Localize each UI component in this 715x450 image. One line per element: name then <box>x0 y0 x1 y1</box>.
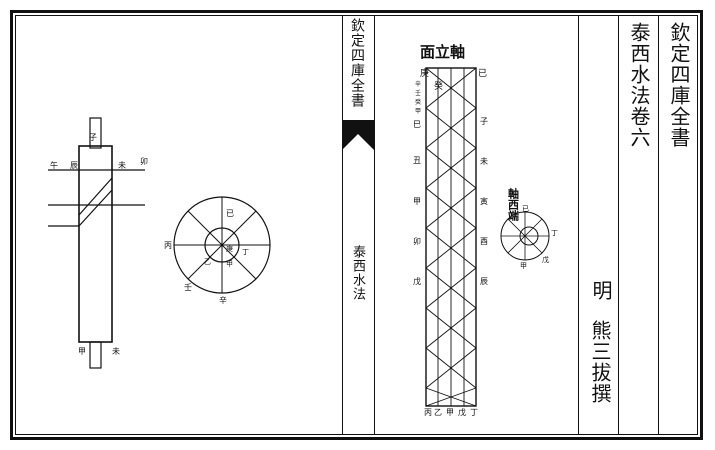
lattice-line <box>425 347 477 389</box>
outer-border <box>10 10 703 440</box>
top-right-char: 已 <box>478 68 487 79</box>
lattice-line <box>425 187 477 229</box>
left-label-3: 甲 <box>413 197 421 206</box>
left-label-5: 戊 <box>413 276 421 286</box>
column-line-3 <box>658 15 659 435</box>
right-label-5: 辰 <box>480 277 488 286</box>
left-bottom-label-2: 未 <box>112 346 120 356</box>
fishtail-mark <box>342 120 374 150</box>
lattice-line <box>425 107 477 149</box>
circle-label-2: 丙 <box>164 241 172 250</box>
right-label-3: 寅 <box>480 196 488 206</box>
left-small-label-3: 癸 <box>415 98 421 106</box>
left-label-4: 卯 <box>413 237 421 246</box>
axle-elevation-heading: 面立軸 <box>420 43 465 61</box>
bottom-label-4: 戊 <box>458 407 466 417</box>
author-label: 熊三拔撰 <box>588 320 612 404</box>
spine-right-line <box>374 15 375 435</box>
spine-left-line <box>342 15 343 435</box>
bottom-label-1: 丙 <box>424 408 432 417</box>
circle-label-1: 已 <box>226 209 234 218</box>
volume-title: 泰西水法卷六 <box>627 22 651 148</box>
lattice-line <box>425 147 477 189</box>
spine-top-title: 欽定四庫全書 <box>349 18 365 108</box>
left-label-1: 巳 <box>413 120 421 129</box>
circle-label-5: 甲 <box>226 260 233 268</box>
lattice-line <box>425 387 477 407</box>
left-side-label-1: 午 <box>50 160 58 170</box>
left-side-label-4: 卯 <box>140 157 148 166</box>
spine-book-title: 泰西水法 <box>350 245 365 301</box>
left-small-label-4: 甲 <box>415 108 421 115</box>
right-label-1: 子 <box>480 117 488 126</box>
column-line-1 <box>578 15 579 435</box>
left-small-label-1: 辛 <box>415 80 421 88</box>
top-left-char: 庚 <box>420 67 429 79</box>
end-label-4: 甲 <box>520 262 527 270</box>
end-label-2: 丁 <box>551 229 558 237</box>
library-title: 欽定四庫全書 <box>667 22 691 148</box>
left-top-label: 子 <box>89 133 97 142</box>
left-bottom-label-1: 甲 <box>78 347 86 356</box>
left-label-2: 丑 <box>413 156 421 165</box>
bottom-label-2: 乙 <box>434 408 442 417</box>
second-row-char: 癸 <box>434 80 443 92</box>
lattice-line <box>425 267 477 309</box>
bottom-label-3: 甲 <box>446 408 454 417</box>
end-label-1: 已 <box>522 205 529 213</box>
right-label-4: 酉 <box>480 237 488 246</box>
left-side-label-3: 未 <box>118 160 126 170</box>
column-line-2 <box>618 15 619 435</box>
end-label-3: 戊 <box>542 255 549 264</box>
left-side-label-2: 辰 <box>70 161 78 170</box>
circle-label-8: 乙 <box>204 258 211 266</box>
lattice-line <box>425 67 477 109</box>
circle-label-7: 辛 <box>219 295 227 305</box>
circle-label-4: 丁 <box>242 248 249 256</box>
left-small-label-2: 壬 <box>415 89 421 97</box>
inner-border <box>15 15 698 435</box>
bottom-label-5: 丁 <box>470 408 478 417</box>
lattice-line <box>425 227 477 269</box>
lattice-line <box>425 307 477 349</box>
axle-west-end-heading: 軸西端 <box>507 187 520 222</box>
dynasty-label: 明 <box>589 280 613 301</box>
right-label-2: 未 <box>480 156 488 166</box>
circle-label-6: 壬 <box>184 282 192 292</box>
circle-label-3: 庚 <box>226 244 233 253</box>
